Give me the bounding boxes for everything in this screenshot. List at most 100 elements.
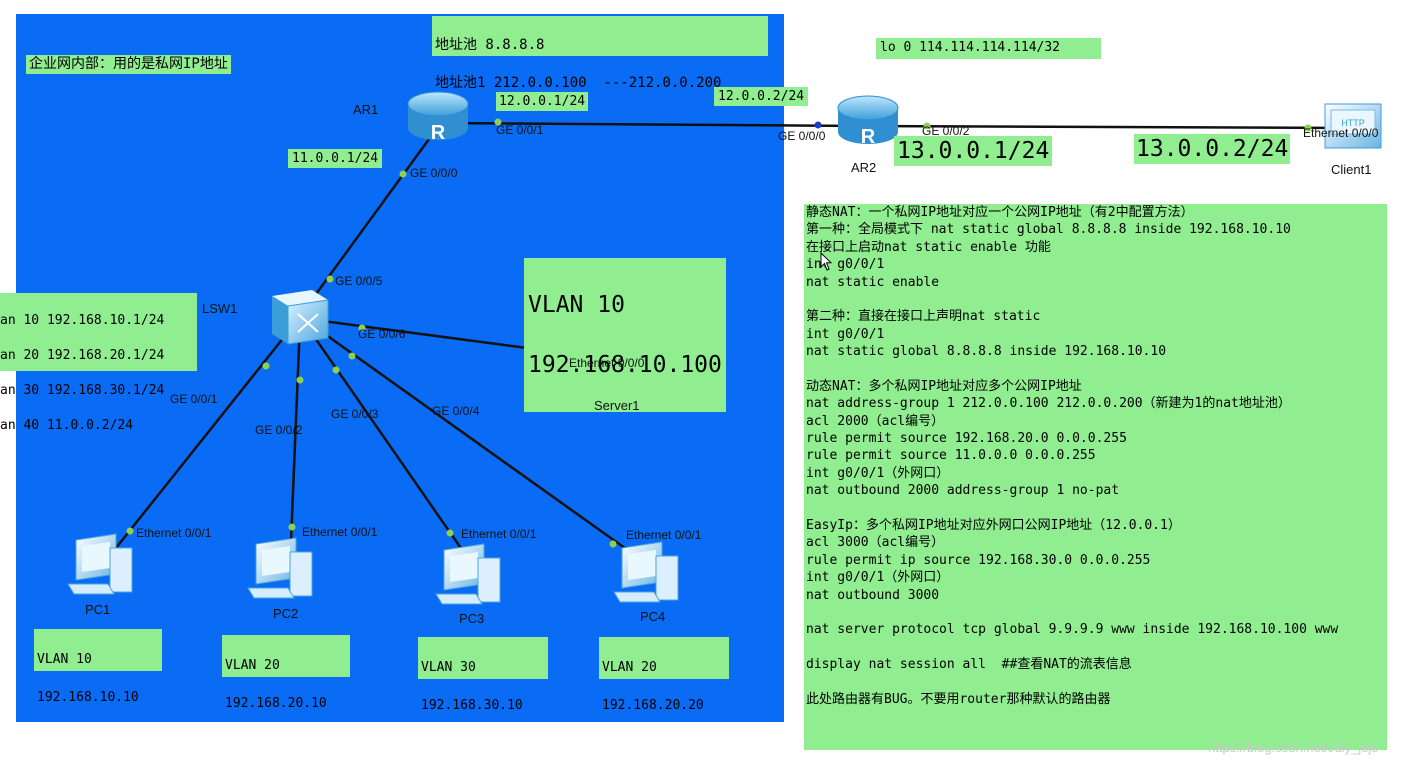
config-line: nat server protocol tcp global 9.9.9.9 w… xyxy=(806,622,1339,638)
port-dot xyxy=(126,527,134,535)
pc2-icon[interactable] xyxy=(247,537,313,599)
router-ar2-icon[interactable]: R xyxy=(837,95,899,148)
ar1-g000-port: GE 0/0/0 xyxy=(410,166,458,180)
config-line: int g0/0/1 xyxy=(806,257,885,273)
link-lsw1-pc1 xyxy=(103,321,297,564)
pc1-ip: 192.168.10.10 xyxy=(37,690,139,705)
config-line: nat address-group 1 212.0.0.100 212.0.0.… xyxy=(806,396,1291,412)
pc4-icon[interactable] xyxy=(613,541,679,603)
enterprise-note: 企业网内部：用的是私网IP地址 xyxy=(26,55,231,74)
lsw1-label: LSW1 xyxy=(202,301,238,316)
config-line xyxy=(806,291,1387,308)
server-ip: 192.168.10.100 xyxy=(528,352,722,378)
switch-lsw1-icon[interactable] xyxy=(272,290,329,345)
config-line xyxy=(806,361,1387,378)
port-dot xyxy=(1304,124,1312,132)
watermark: https://blog.csdn.net/July_jojo xyxy=(1208,740,1379,755)
mouse-cursor-icon xyxy=(820,252,833,271)
config-line: 第二种：直接在接口上声明nat static xyxy=(806,309,1041,325)
server1-label: Server1 xyxy=(594,398,640,413)
config-line: 动态NAT：多个私网IP地址对应多个公网IP地址 xyxy=(806,378,1082,394)
config-line xyxy=(806,639,1387,656)
ar1-label: AR1 xyxy=(353,102,379,117)
config-line: EasyIp：多个私网IP地址对应外网口公网IP地址（12.0.0.1） xyxy=(806,518,1181,534)
pc1-vlan-note: VLAN 10 192.168.10.10 xyxy=(34,629,162,705)
svg-text:R: R xyxy=(431,122,446,144)
pc3-eth-port: Ethernet 0/0/1 xyxy=(461,527,537,541)
lsw-g001-port: GE 0/0/1 xyxy=(170,392,218,406)
router-ar1-icon[interactable]: R xyxy=(407,91,469,144)
pc3-vlan-note: VLAN 30 192.168.30.10 xyxy=(418,637,548,713)
port-dot xyxy=(262,362,270,370)
server-eth-port: Ethernet 0/0/0 xyxy=(569,356,645,370)
pc3-icon[interactable] xyxy=(435,543,501,605)
pc1-label: PC1 xyxy=(85,602,111,617)
svg-text:R: R xyxy=(861,126,876,148)
config-line: 静态NAT：一个私网IP地址对应一个公网IP地址（有2中配置方法） xyxy=(806,205,1194,220)
pool-line-1: 地址池 8.8.8.8 xyxy=(435,37,545,53)
config-line: acl 2000（acl编号） xyxy=(806,413,945,429)
config-line: nat outbound 3000 xyxy=(806,587,940,603)
pc1-icon[interactable] xyxy=(67,533,133,595)
port-dot xyxy=(399,170,407,178)
address-pool-note: 地址池 8.8.8.8 地址池1 212.0.0.100 ---212.0.0.… xyxy=(432,16,768,91)
config-line: rule permit source 192.168.20.0 0.0.0.25… xyxy=(806,431,1127,447)
config-line: acl 3000（acl编号） xyxy=(806,535,945,551)
config-line: nat static enable xyxy=(806,274,940,290)
port-dot xyxy=(358,324,366,332)
config-line: int g0/0/1（外网口） xyxy=(806,465,950,481)
pc4-vlan: VLAN 20 xyxy=(602,660,657,675)
port-dot xyxy=(494,118,502,126)
server-vlan: VLAN 10 xyxy=(528,292,625,318)
link-ar2-client1 xyxy=(861,124,1351,130)
config-line: display nat session all ##查看NAT的流表信息 xyxy=(806,657,1132,673)
pc2-eth-port: Ethernet 0/0/1 xyxy=(302,525,378,539)
ar2-g000-port: GE 0/0/0 xyxy=(778,129,826,143)
client1-icon[interactable]: HTTP xyxy=(1324,103,1382,149)
config-line: nat outbound 2000 address-group 1 no-pat xyxy=(806,483,1120,499)
client-eth-port: Ethernet 0/0/0 xyxy=(1303,126,1379,140)
ar2-label: AR2 xyxy=(851,160,877,175)
ar2-g002-ip-note: 13.0.0.1/24 xyxy=(894,136,1053,166)
pc1-eth-port: Ethernet 0/0/1 xyxy=(136,526,212,540)
vlanif-note: an 10 192.168.10.1/24 an 20 192.168.20.1… xyxy=(0,293,197,433)
pc2-ip: 192.168.20.10 xyxy=(225,696,327,711)
pc2-label: PC2 xyxy=(273,606,299,621)
link-lsw1-pc3 xyxy=(302,321,476,568)
link-ar1-lsw1 xyxy=(298,134,434,317)
ar1-g000-ip-note: 11.0.0.1/24 xyxy=(288,149,383,168)
server-vlan-note: VLAN 10 192.168.10.100 xyxy=(524,258,726,412)
pc2-vlan: VLAN 20 xyxy=(225,658,280,673)
ar1-g001-port: GE 0/0/1 xyxy=(496,123,544,137)
pc1-vlan: VLAN 10 xyxy=(37,652,92,667)
lo0-note: lo 0 114.114.114.114/32 xyxy=(876,38,1101,59)
vlanif-line: an 20 192.168.20.1/24 xyxy=(0,347,165,363)
link-lsw1-pc4 xyxy=(307,320,651,568)
port-dot xyxy=(332,366,340,374)
config-line: 此处路由器有BUG。不要用router那种默认的路由器 xyxy=(806,691,1111,707)
svg-text:HTTP: HTTP xyxy=(1341,118,1365,128)
port-dot xyxy=(923,122,931,130)
port-dot xyxy=(288,523,296,531)
vlanif-line: an 10 192.168.10.1/24 xyxy=(0,312,165,328)
ar1-g001-ip-note: 12.0.0.1/24 xyxy=(496,92,589,111)
lsw-g002-port: GE 0/0/2 xyxy=(255,423,303,437)
client-ip-note: 13.0.0.2/24 xyxy=(1134,134,1291,164)
lsw-g005-port: GE 0/0/5 xyxy=(335,274,383,288)
config-line: int g0/0/1（外网口） xyxy=(806,570,950,586)
client1-label: Client1 xyxy=(1331,162,1372,177)
pc2-vlan-note: VLAN 20 192.168.20.10 xyxy=(222,635,350,711)
vlanif-line: an 30 192.168.30.1/24 xyxy=(0,382,165,398)
pc3-ip: 192.168.30.10 xyxy=(421,698,523,713)
port-dot xyxy=(348,352,356,360)
config-line: rule permit source 11.0.0.0 0.0.0.255 xyxy=(806,448,1096,464)
pool-line-2: 地址池1 212.0.0.100 ---212.0.0.200 xyxy=(435,75,722,91)
ar2-g002-port: GE 0/0/2 xyxy=(922,124,970,138)
pc4-vlan-note: VLAN 20 192.168.20.20 xyxy=(599,637,729,713)
config-line xyxy=(806,500,1387,517)
lsw-g003-port: GE 0/0/3 xyxy=(331,407,379,421)
lsw-g004-port: GE 0/0/4 xyxy=(432,404,480,418)
link-ar1-ar2 xyxy=(439,121,863,128)
config-line xyxy=(806,604,1387,621)
pc4-ip: 192.168.20.20 xyxy=(602,698,704,713)
